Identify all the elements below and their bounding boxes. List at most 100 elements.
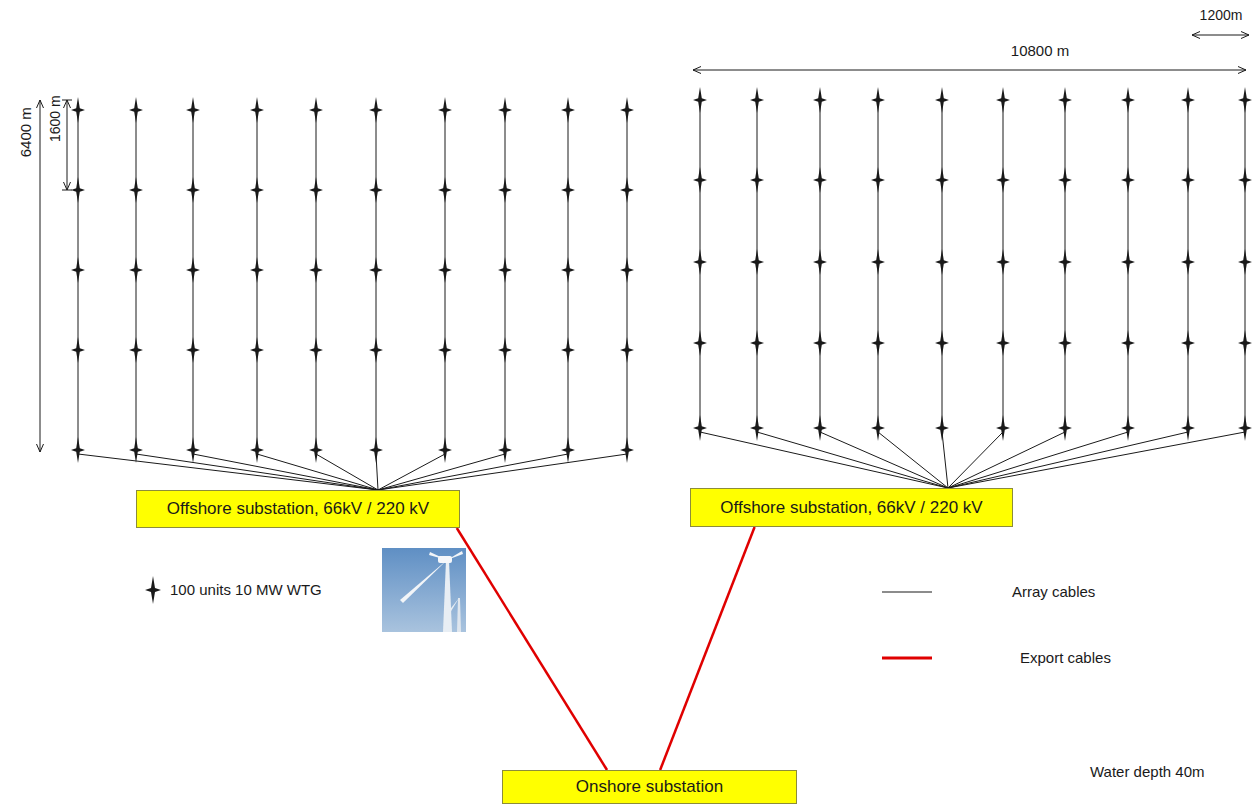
turbine-symbol bbox=[813, 87, 827, 113]
dimension-arrow bbox=[1192, 35, 1249, 36]
turbine-symbol bbox=[71, 337, 85, 363]
turbine-symbol bbox=[1058, 330, 1072, 356]
array-cable bbox=[257, 454, 378, 490]
turbine-symbol bbox=[129, 257, 143, 283]
turbine-symbol bbox=[1238, 330, 1252, 356]
turbine-photo bbox=[382, 548, 466, 632]
turbine-symbol bbox=[750, 249, 764, 275]
turbine-symbol bbox=[250, 437, 264, 463]
turbine-symbol bbox=[1121, 415, 1135, 441]
turbine-symbol bbox=[1121, 167, 1135, 193]
dimension-label: 1600 m bbox=[47, 96, 62, 143]
turbine-symbol bbox=[1181, 167, 1195, 193]
turbine-symbol bbox=[620, 97, 634, 123]
turbine-symbol bbox=[369, 337, 383, 363]
turbine-symbol bbox=[186, 257, 200, 283]
array-cable bbox=[820, 432, 948, 488]
turbine-symbol bbox=[498, 337, 512, 363]
turbine-symbol bbox=[871, 415, 885, 441]
turbine-symbol bbox=[186, 337, 200, 363]
turbine-symbol bbox=[1238, 87, 1252, 113]
dimension-arrow bbox=[40, 100, 41, 452]
turbine-symbol bbox=[871, 330, 885, 356]
turbine-symbol bbox=[71, 437, 85, 463]
turbine-symbol bbox=[1121, 249, 1135, 275]
turbine-symbol bbox=[250, 177, 264, 203]
turbine-symbol bbox=[561, 257, 575, 283]
turbine-symbol bbox=[186, 437, 200, 463]
substation-box: Onshore substation bbox=[502, 770, 797, 804]
export-cable bbox=[660, 527, 754, 770]
turbine-symbol bbox=[438, 337, 452, 363]
legend-label: Export cables bbox=[1020, 650, 1111, 667]
turbine-symbol bbox=[250, 97, 264, 123]
array-cable bbox=[378, 454, 505, 490]
turbine-symbol bbox=[693, 167, 707, 193]
turbine-symbol bbox=[309, 437, 323, 463]
turbine-symbol bbox=[693, 330, 707, 356]
array-cable bbox=[193, 454, 378, 490]
turbine-symbol bbox=[935, 249, 949, 275]
turbine-symbol bbox=[1121, 87, 1135, 113]
turbine-symbol bbox=[498, 257, 512, 283]
array-cable bbox=[757, 432, 948, 488]
turbine-symbol bbox=[369, 257, 383, 283]
turbine-symbol bbox=[1238, 167, 1252, 193]
turbine-symbol bbox=[1058, 415, 1072, 441]
turbine-symbol bbox=[250, 257, 264, 283]
node-label: Offshore substation, 66kV / 220 kV bbox=[720, 498, 982, 518]
turbine-symbol bbox=[369, 437, 383, 463]
turbine-symbol bbox=[129, 437, 143, 463]
turbine-symbol bbox=[871, 87, 885, 113]
turbine-symbol bbox=[693, 87, 707, 113]
turbine-symbol bbox=[498, 97, 512, 123]
turbine-symbol bbox=[129, 97, 143, 123]
turbine-symbol bbox=[1181, 330, 1195, 356]
array-cable bbox=[378, 454, 445, 490]
turbine-symbol bbox=[438, 97, 452, 123]
array-cable bbox=[942, 432, 948, 488]
array-cable bbox=[316, 454, 378, 490]
dimension-tick bbox=[62, 100, 72, 101]
turbine-symbol bbox=[996, 415, 1010, 441]
turbine-symbol bbox=[561, 337, 575, 363]
dimension-arrow bbox=[67, 100, 68, 190]
export-cable bbox=[457, 528, 607, 770]
turbine-symbol bbox=[498, 437, 512, 463]
turbine-symbol bbox=[871, 249, 885, 275]
turbine-symbol bbox=[438, 437, 452, 463]
turbine-symbol bbox=[1181, 415, 1195, 441]
turbine-symbol bbox=[813, 249, 827, 275]
turbine-symbol bbox=[1058, 249, 1072, 275]
turbine-symbol bbox=[750, 167, 764, 193]
turbine-symbol bbox=[1181, 87, 1195, 113]
turbine-symbol bbox=[935, 330, 949, 356]
turbine-symbol bbox=[996, 167, 1010, 193]
turbine-symbol bbox=[1058, 87, 1072, 113]
turbine-symbol bbox=[1238, 415, 1252, 441]
turbine-symbol bbox=[1058, 167, 1072, 193]
substation-box: Offshore substation, 66kV / 220 kV bbox=[136, 490, 460, 528]
turbine-symbol bbox=[250, 337, 264, 363]
node-label: Onshore substation bbox=[576, 777, 723, 797]
turbine-symbol bbox=[1121, 330, 1135, 356]
turbine-symbol bbox=[813, 330, 827, 356]
turbine-symbol bbox=[309, 257, 323, 283]
array-cable bbox=[378, 454, 627, 490]
node-label: Offshore substation, 66kV / 220 kV bbox=[167, 499, 429, 519]
turbine-symbol bbox=[750, 415, 764, 441]
turbine-symbol bbox=[813, 415, 827, 441]
dimension-label: 1200m bbox=[1200, 8, 1243, 23]
dimension-label: Water depth 40m bbox=[1090, 764, 1205, 781]
array-cable-sample bbox=[882, 591, 932, 592]
turbine-symbol bbox=[561, 177, 575, 203]
substation-box: Offshore substation, 66kV / 220 kV bbox=[690, 488, 1013, 527]
array-cable bbox=[948, 432, 1128, 488]
turbine-symbol bbox=[996, 249, 1010, 275]
array-cable bbox=[700, 432, 948, 488]
turbine-symbol bbox=[935, 87, 949, 113]
turbine-symbol bbox=[871, 167, 885, 193]
turbine-symbol bbox=[186, 177, 200, 203]
dimension-label: 6400 m bbox=[18, 107, 35, 157]
